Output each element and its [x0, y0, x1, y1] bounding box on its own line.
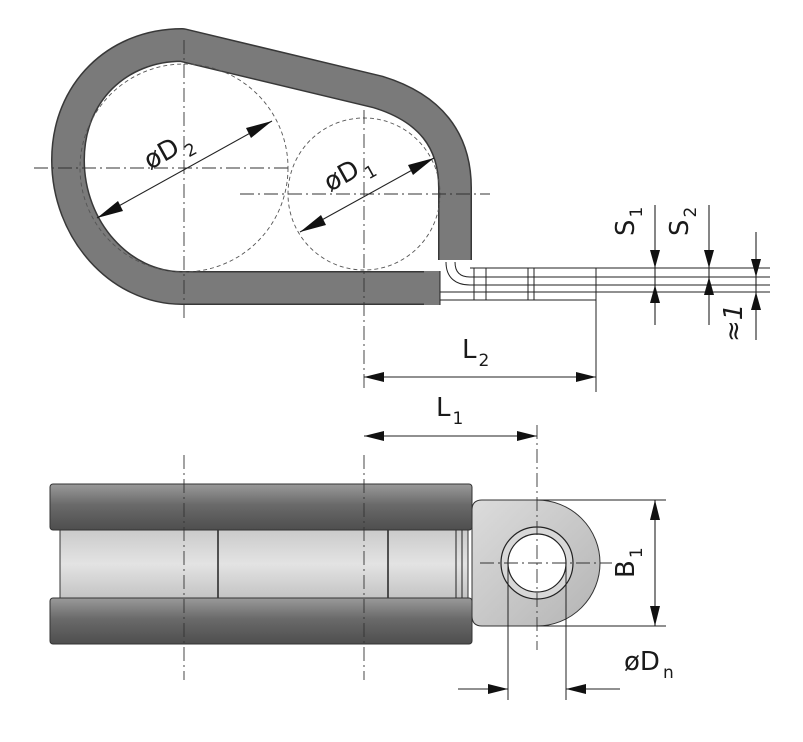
- rubber-profile-fill: [52, 29, 471, 304]
- label-d1: øD1: [319, 147, 381, 203]
- clip-top-view: [49, 425, 612, 680]
- metal-band: [454, 261, 596, 278]
- metal-band-top: [59, 527, 469, 601]
- label-s2: S2: [665, 207, 701, 236]
- dimension-d2: [96, 120, 273, 219]
- dimension-d1: [299, 157, 435, 233]
- label-b1: B1: [611, 547, 647, 578]
- rubber-flange-top: [49, 483, 473, 531]
- dimension-b1: [537, 499, 666, 627]
- dimension-l2: [364, 300, 597, 392]
- label-s1: S1: [611, 207, 647, 236]
- label-d2: øD2: [139, 125, 201, 181]
- dimension-s1-s2: [596, 205, 770, 340]
- label-approx-1: ≈1: [719, 304, 749, 342]
- dimension-l1: [364, 431, 537, 441]
- rubber-flange-bottom: [49, 597, 473, 645]
- dimension-dn: [458, 563, 620, 700]
- clip-side-view: [34, 28, 597, 390]
- rubber-end: [424, 271, 440, 305]
